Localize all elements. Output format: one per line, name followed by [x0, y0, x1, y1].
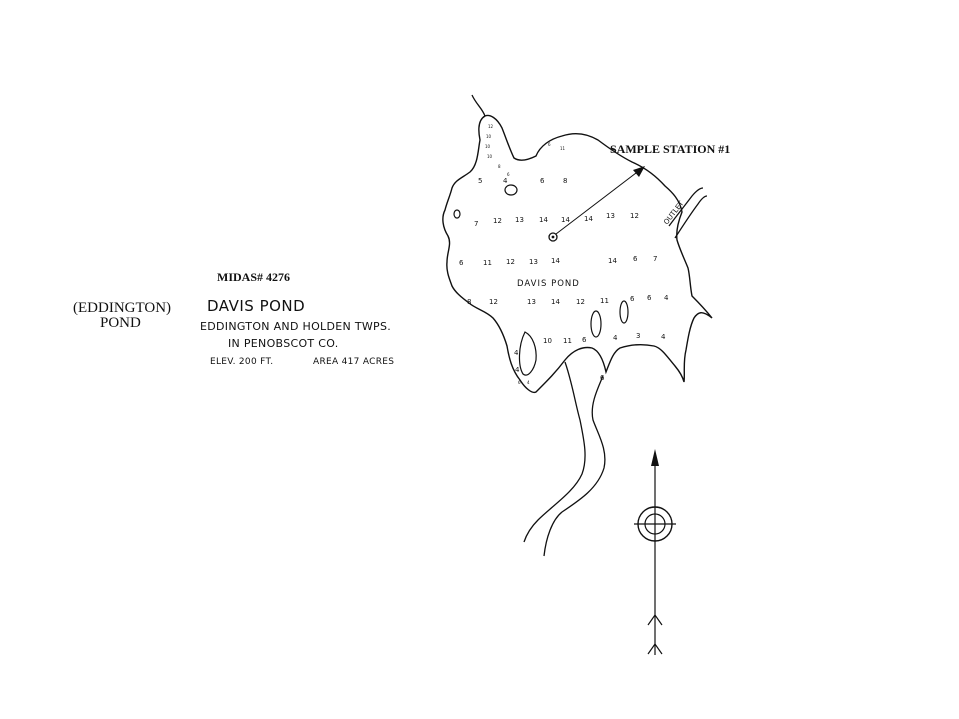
depth-sounding: 13 — [527, 298, 536, 306]
depth-sounding: 13 — [606, 212, 615, 220]
depth-sounding: 5 — [478, 177, 482, 185]
depth-sounding: 14 — [584, 215, 593, 223]
island — [518, 331, 537, 376]
depth-sounding: 14 — [561, 216, 570, 224]
depth-sounding: 7 — [653, 255, 657, 263]
depth-sounding: 11 — [483, 259, 492, 267]
depth-sounding: 6 — [633, 255, 638, 263]
depth-sounding: 12 — [493, 217, 502, 225]
depth-sounding: 4 — [664, 294, 669, 302]
island — [590, 310, 602, 338]
svg-text:10: 10 — [487, 154, 493, 159]
depth-sounding: 14 — [608, 257, 617, 265]
depth-sounding: 6 — [459, 259, 464, 267]
depth-sounding: 8 — [563, 177, 567, 185]
depth-sounding: 12 — [576, 298, 585, 306]
svg-text:11: 11 — [560, 146, 566, 151]
svg-text:6: 6 — [518, 380, 521, 385]
depth-sounding: 12 — [630, 212, 639, 220]
depth-sounding: 12 — [506, 258, 515, 266]
depth-sounding: 6 — [600, 374, 605, 382]
map-county: IN PENOBSCOT CO. — [228, 337, 339, 350]
outlet-stream-line-1 — [668, 187, 704, 227]
svg-text:4: 4 — [527, 380, 530, 385]
svg-text:6: 6 — [548, 142, 551, 147]
svg-text:8: 8 — [498, 164, 501, 169]
svg-text:10: 10 — [486, 134, 492, 139]
depth-sounding: 12 — [489, 298, 498, 306]
depth-sounding: 8 — [467, 298, 471, 306]
inlet-stream — [471, 94, 486, 117]
pond-name-label: DAVIS POND — [517, 279, 580, 289]
depth-sounding: 13 — [529, 258, 538, 266]
depth-sounding: 3 — [636, 332, 640, 340]
depth-sounding: 10 — [543, 337, 552, 345]
depth-sounding: 14 — [539, 216, 548, 224]
island — [619, 300, 629, 324]
sample-station-arrowhead — [633, 166, 645, 177]
depth-sounding: 6 — [582, 336, 587, 344]
depth-sounding: 4 — [661, 333, 666, 341]
svg-text:10: 10 — [485, 144, 491, 149]
map-townships: EDDINGTON AND HOLDEN TWPS. — [200, 320, 392, 333]
sample-station-marker — [548, 232, 558, 242]
depth-soundings: 5 4 6 8 7 12 13 14 14 14 13 12 6 11 12 1… — [459, 177, 669, 382]
sample-station-label: SAMPLE STATION #1 — [610, 142, 731, 156]
map-title: DAVIS POND — [207, 297, 306, 315]
depth-sounding: 11 — [600, 297, 609, 305]
depth-sounding: 4 — [515, 366, 520, 374]
island — [504, 184, 518, 196]
depth-sounding: 6 — [630, 295, 635, 303]
depth-sounding: 13 — [515, 216, 524, 224]
map-area: AREA 417 ACRES — [313, 357, 395, 367]
map-elevation: ELEV. 200 FT. — [210, 357, 274, 367]
midas-number: MIDAS# 4276 — [217, 270, 291, 284]
depth-sounding: 4 — [613, 334, 618, 342]
alternate-name-line-2: POND — [100, 315, 141, 331]
north-arrow-icon — [634, 449, 676, 655]
depth-sounding: 7 — [474, 220, 478, 228]
pond-shoreline — [442, 114, 713, 394]
depth-sounding: 6 — [647, 294, 652, 302]
outlet-stream-line-2 — [674, 195, 708, 239]
svg-text:12: 12 — [488, 124, 494, 129]
sample-station-pointer — [555, 169, 641, 235]
depth-sounding: 4 — [514, 349, 519, 357]
depth-sounding: 14 — [551, 298, 560, 306]
svg-text:6: 6 — [507, 172, 510, 177]
depth-sounding: 11 — [563, 337, 572, 345]
depth-sounding: 6 — [540, 177, 545, 185]
depth-sounding: 4 — [503, 177, 508, 185]
alternate-name-line-1: (EDDINGTON) — [73, 300, 172, 316]
south-stream-line-1 — [523, 361, 586, 543]
depth-sounding: 14 — [551, 257, 560, 265]
south-stream-line-2 — [543, 375, 606, 557]
island — [453, 209, 461, 219]
cove-soundings: 12 10 10 10 8 6 6 11 6 4 — [485, 124, 566, 385]
